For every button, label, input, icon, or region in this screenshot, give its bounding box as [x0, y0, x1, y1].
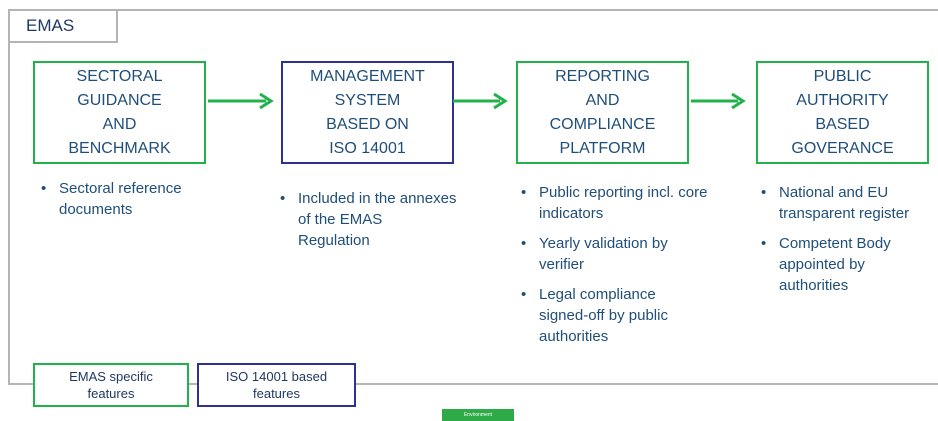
list-item: Competent Body appointed by authorities — [758, 233, 924, 296]
list-item: Public reporting incl. core indicators — [518, 182, 708, 224]
arrow-right-icon — [208, 92, 274, 110]
box-reporting-platform: REPORTING AND COMPLIANCE PLATFORM — [516, 61, 689, 164]
legend-iso-based: ISO 14001 based features — [197, 363, 356, 407]
box-management-system: MANAGEMENT SYSTEM BASED ON ISO 14001 — [281, 61, 454, 164]
bullets-management: Included in the annexes of the EMAS Regu… — [277, 188, 477, 260]
list-item: Legal compliance signed-off by public au… — [518, 284, 704, 347]
bullets-public-authority: National and EU transparent register Com… — [758, 182, 918, 305]
arrow-right-icon — [453, 92, 508, 110]
arrow-right-icon — [691, 92, 746, 110]
list-item: National and EU transparent register — [758, 182, 919, 224]
emas-frame — [8, 9, 938, 385]
bullets-sectoral: Sectoral reference documents — [38, 178, 238, 229]
list-item: Sectoral reference documents — [38, 178, 238, 220]
emas-tag: EMAS — [8, 9, 118, 43]
box-public-authority: PUBLIC AUTHORITY BASED GOVERANCE — [756, 61, 929, 164]
list-item: Yearly validation by verifier — [518, 233, 704, 275]
box-sectoral-guidance: SECTORAL GUIDANCE AND BENCHMARK — [33, 61, 206, 164]
legend-emas-specific: EMAS specific features — [33, 363, 189, 407]
list-item: Included in the annexes of the EMAS Regu… — [277, 188, 458, 251]
bullets-reporting: Public reporting incl. core indicators Y… — [518, 182, 708, 356]
environment-logo: Environment — [442, 409, 514, 421]
